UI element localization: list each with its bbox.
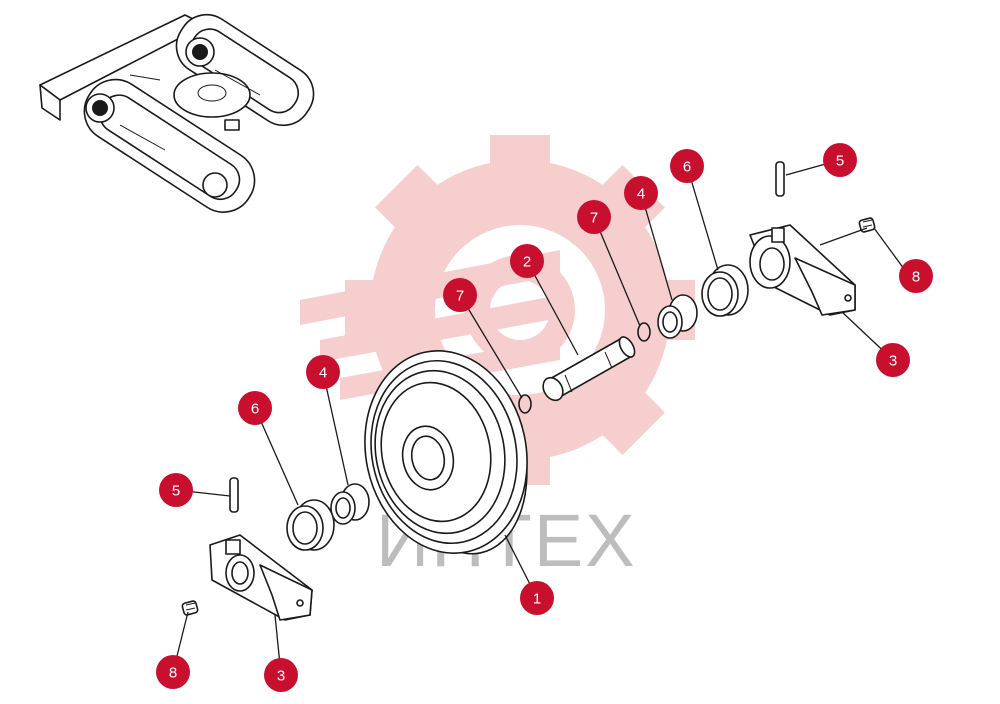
callout-4-left: 4 (306, 355, 340, 389)
callout-7-left: 7 (443, 278, 477, 312)
svg-text:6: 6 (683, 159, 691, 176)
bracket-right (749, 224, 856, 316)
callout-5-left: 5 (159, 473, 193, 507)
callout-5-right: 5 (823, 143, 857, 177)
undercarriage-thumbnail (39, 13, 315, 213)
svg-text:5: 5 (172, 483, 180, 500)
svg-text:8: 8 (169, 665, 177, 682)
plug-left (181, 600, 199, 616)
callouts: 1 2 3 3 4 4 5 5 6 6 7 7 8 8 (156, 143, 933, 692)
o-ring-right (637, 322, 651, 342)
callout-8-right: 8 (899, 259, 933, 293)
svg-text:8: 8 (912, 269, 920, 286)
svg-text:6: 6 (251, 401, 259, 418)
seal-right (701, 264, 749, 317)
callout-7-right: 7 (577, 200, 611, 234)
callout-3-left: 3 (264, 658, 298, 692)
bracket-left (209, 534, 313, 621)
svg-text:3: 3 (889, 353, 897, 370)
callout-4-right: 4 (624, 176, 658, 210)
svg-text:4: 4 (319, 365, 327, 382)
svg-text:2: 2 (523, 254, 531, 271)
o-ring-left (518, 394, 532, 414)
shaft (542, 336, 636, 402)
svg-text:3: 3 (277, 668, 285, 685)
svg-text:4: 4 (637, 186, 645, 203)
bushing-right (657, 294, 698, 339)
leader-lines (172, 159, 908, 676)
pin-right (775, 161, 785, 197)
bushing-left (330, 483, 370, 525)
svg-text:1: 1 (533, 591, 541, 608)
callout-1: 1 (520, 581, 554, 615)
svg-text:7: 7 (590, 210, 598, 227)
seal-left (286, 499, 335, 551)
svg-text:7: 7 (456, 288, 464, 305)
callout-6-right: 6 (670, 149, 704, 183)
callout-8-left: 8 (156, 655, 190, 689)
pin-left (229, 477, 239, 513)
svg-text:5: 5 (836, 153, 844, 170)
callout-6-left: 6 (238, 391, 272, 425)
callout-3-right: 3 (876, 343, 910, 377)
idler-wheel (364, 350, 528, 555)
callout-2: 2 (510, 244, 544, 278)
plug-right (858, 217, 876, 233)
